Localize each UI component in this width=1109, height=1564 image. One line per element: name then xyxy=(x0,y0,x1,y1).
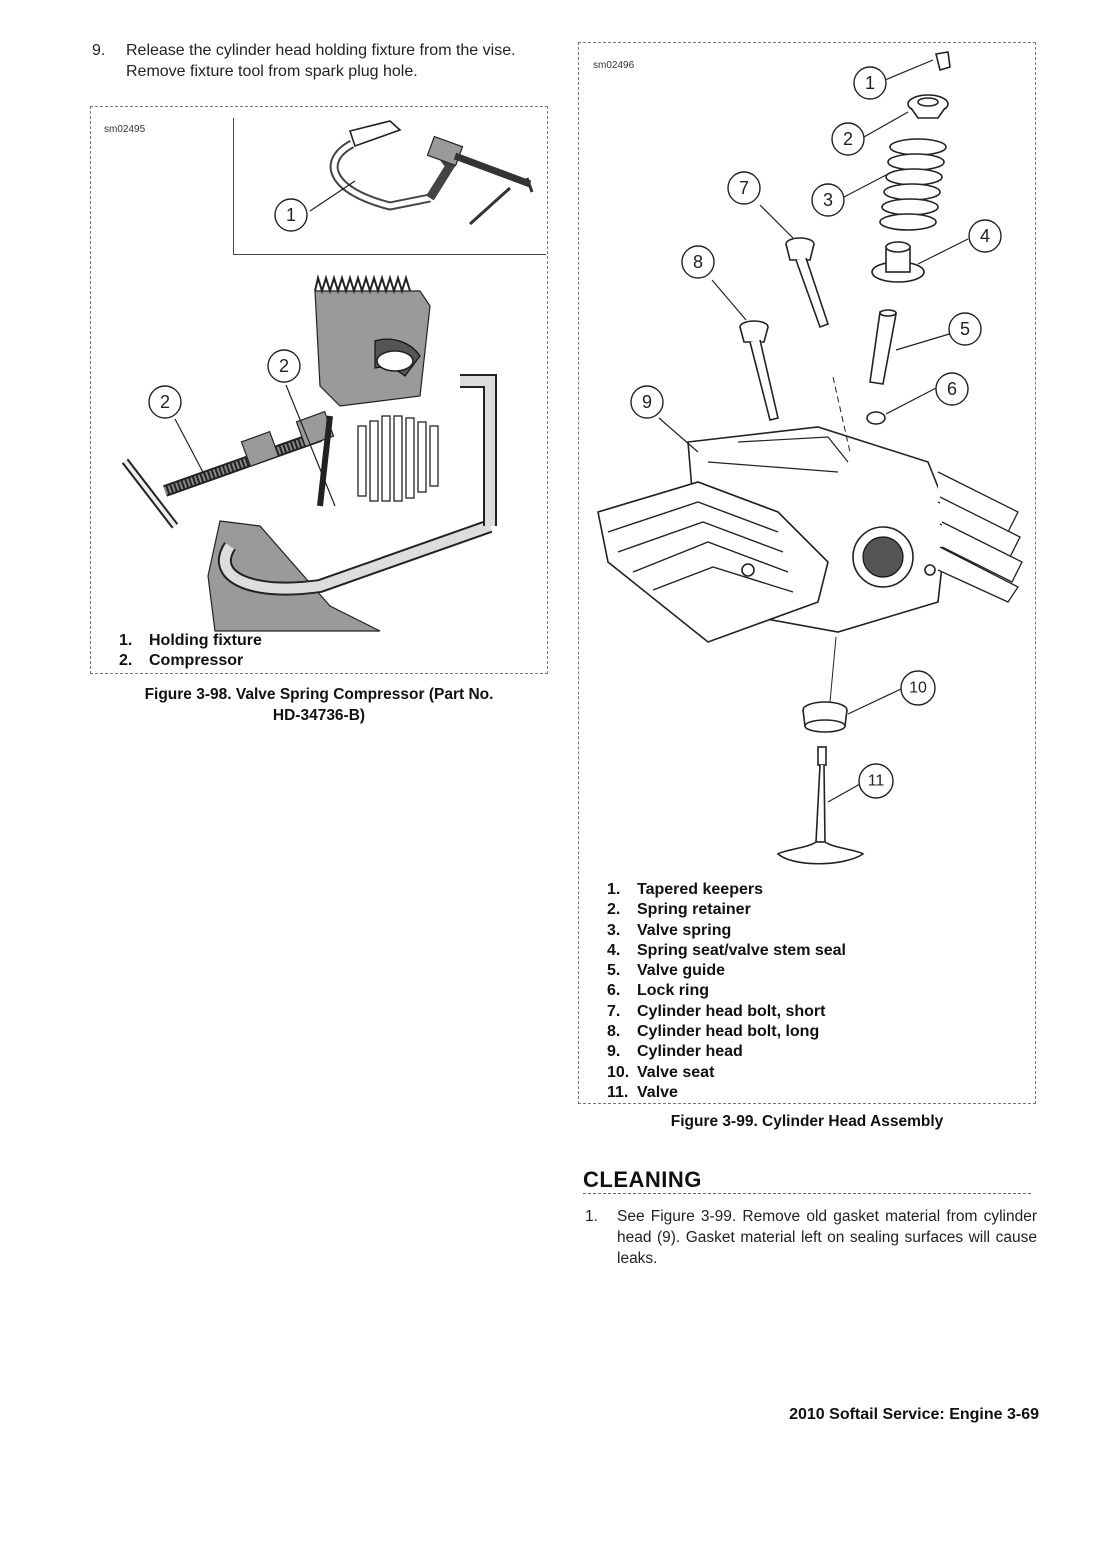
legend-item: 9.Cylinder head xyxy=(607,1043,743,1061)
valve-spring-drawing xyxy=(879,138,947,231)
heading-rule xyxy=(583,1193,1031,1194)
callout-4: 4 xyxy=(968,219,1002,253)
callout-7: 7 xyxy=(727,171,761,205)
figure-3-99-caption: Figure 3-99. Cylinder Head Assembly xyxy=(670,1113,944,1130)
valve-seat-drawing xyxy=(802,701,848,733)
callout-10: 10 xyxy=(900,670,936,706)
callout-3: 3 xyxy=(811,183,845,217)
callout-8: 8 xyxy=(681,245,715,279)
compressor-inset-drawing xyxy=(329,120,534,226)
step-text: Release the cylinder head holding fixtur… xyxy=(126,42,516,80)
svg-text:11: 11 xyxy=(868,773,885,790)
svg-text:1: 1 xyxy=(286,205,296,225)
figure-3-98-callouts: 1 2 2 xyxy=(148,180,356,507)
cylinder-head-bolt-short-drawing xyxy=(785,237,830,329)
svg-text:1: 1 xyxy=(865,73,875,93)
cylinder-head-drawing xyxy=(597,426,1023,643)
legend-item: 4.Spring seat/valve stem seal xyxy=(607,941,846,959)
callout-1: 2 xyxy=(267,349,301,383)
figure-3-99-frame xyxy=(578,42,1036,1104)
figure-3-98-frame xyxy=(90,106,548,674)
legend-item: 10.Valve seat xyxy=(607,1063,715,1081)
compressor-screw-drawing xyxy=(121,410,335,529)
callout-2: 2 xyxy=(148,385,182,419)
svg-text:2: 2 xyxy=(279,356,289,376)
svg-text:2: 2 xyxy=(160,392,170,412)
step-number: 1. xyxy=(585,1208,598,1225)
valve-guide-drawing xyxy=(869,309,897,385)
lock-ring-drawing xyxy=(866,411,886,425)
callout-9: 9 xyxy=(630,385,664,419)
figure-3-99-legend: 1.Tapered keepers 2.Spring retainer 3.Va… xyxy=(607,880,1007,1103)
figure-tag: sm02496 xyxy=(593,60,635,71)
figure-3-98-legend: 1.Holding fixture 2.Compressor xyxy=(119,631,419,672)
callout-2-inset: 1 xyxy=(274,198,308,232)
callout-5: 5 xyxy=(948,312,982,346)
legend-item: 2.Compressor xyxy=(119,652,244,670)
svg-text:8: 8 xyxy=(693,252,703,272)
figure-3-98-caption: Figure 3-98. Valve Spring Compressor (Pa… xyxy=(144,686,494,724)
legend-item: 1.Tapered keepers xyxy=(607,881,763,898)
legend-item: 6.Lock ring xyxy=(607,982,710,1000)
legend-item: 5.Valve guide xyxy=(607,962,726,980)
callout-6: 6 xyxy=(935,372,969,406)
svg-text:5: 5 xyxy=(960,319,970,339)
valve-spring-compressor-illustration xyxy=(121,120,534,632)
inset-frame xyxy=(233,118,546,255)
spring-seat-seal-drawing xyxy=(871,241,925,283)
legend-item: 7.Cylinder head bolt, short xyxy=(607,1002,826,1020)
vise-drawing xyxy=(207,374,497,632)
cylinder-head-assembly-illustration: 1 2 3 4 5 6 7 8 9 10 11 xyxy=(597,51,1023,865)
legend-item: 8.Cylinder head bolt, long xyxy=(607,1023,820,1041)
spring-retainer-drawing xyxy=(907,94,949,119)
step-number: 9. xyxy=(92,42,106,59)
legend-item: 11.Valve xyxy=(607,1083,678,1101)
legend-item: 3.Valve spring xyxy=(607,921,732,939)
svg-text:2: 2 xyxy=(843,129,853,149)
svg-text:10: 10 xyxy=(909,680,927,697)
cylinder-head-bolt-long-drawing xyxy=(739,320,779,421)
figure-tag: sm02495 xyxy=(104,124,146,135)
step-text: See Figure 3-99. Remove old gasket mater… xyxy=(617,1208,1037,1267)
svg-text:7: 7 xyxy=(739,178,749,198)
valve-drawing xyxy=(776,746,865,865)
callout-11: 11 xyxy=(858,763,894,799)
callout-1: 1 xyxy=(853,66,887,100)
svg-text:3: 3 xyxy=(823,190,833,210)
tapered-keepers-drawing xyxy=(935,51,951,72)
legend-item: 2.Spring retainer xyxy=(607,901,751,919)
svg-text:9: 9 xyxy=(642,392,652,412)
svg-text:4: 4 xyxy=(980,226,990,246)
svg-text:6: 6 xyxy=(947,379,957,399)
callout-2: 2 xyxy=(831,122,865,156)
page-footer: 2010 Softail Service: Engine 3-69 xyxy=(789,1406,1039,1423)
cylinder-head-drawing xyxy=(314,274,439,502)
legend-item: 1.Holding fixture xyxy=(119,632,262,649)
section-heading: CLEANING xyxy=(583,1167,702,1192)
